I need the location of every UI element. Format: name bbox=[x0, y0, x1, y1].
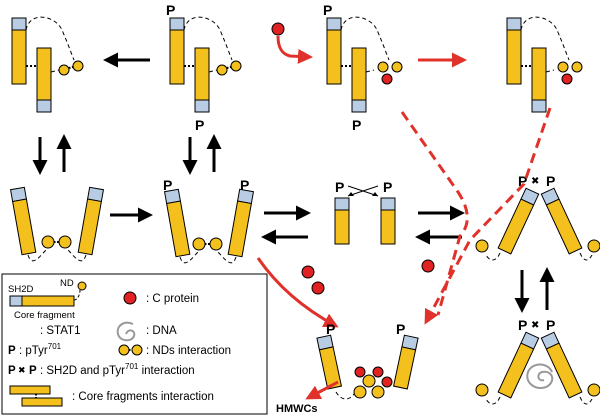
legend-nds-interaction: : NDs interaction bbox=[146, 345, 231, 357]
ptyr-label: P bbox=[163, 177, 172, 193]
legend-sh2-suffix: interaction bbox=[138, 365, 194, 377]
legend-sh2-sup: 701 bbox=[125, 362, 139, 371]
nd-domain bbox=[192, 237, 206, 251]
dna-helix bbox=[526, 363, 554, 390]
legend-dna: : DNA bbox=[146, 325, 177, 337]
svg-text:✖: ✖ bbox=[531, 176, 539, 187]
nd-domain bbox=[41, 235, 55, 249]
legend-nd-label: ND bbox=[60, 278, 74, 289]
state-parallel-unphos bbox=[9, 186, 105, 262]
nd-domain bbox=[557, 61, 569, 73]
arrow-red-hmwc bbox=[305, 380, 339, 400]
svg-text:: pTyr701: : pTyr701 bbox=[19, 342, 62, 357]
ptyr-label: P bbox=[335, 179, 344, 195]
nd-domain bbox=[391, 61, 403, 73]
ptyr-label: P bbox=[396, 321, 405, 337]
c-protein bbox=[354, 366, 366, 378]
legend-ptyr-key: P bbox=[8, 345, 16, 357]
state-antiparallel-unphos bbox=[11, 16, 84, 113]
state-dimer-sh2-reciprocal: P P ✖ bbox=[475, 173, 600, 261]
nd-domain bbox=[58, 235, 72, 249]
ptyr-label: P bbox=[546, 173, 555, 189]
c-protein bbox=[271, 22, 285, 36]
ptyr-label: P bbox=[383, 179, 392, 195]
state-antiparallel-phos: P P bbox=[166, 2, 242, 133]
nd-domain bbox=[571, 61, 583, 73]
ptyr-label: P bbox=[518, 317, 527, 333]
svg-text:✖: ✖ bbox=[18, 365, 26, 375]
nd-domain bbox=[58, 64, 70, 76]
c-protein bbox=[421, 259, 435, 273]
ptyr-label: P bbox=[323, 2, 332, 18]
nd-domain bbox=[587, 383, 600, 397]
nd-domain bbox=[475, 383, 489, 397]
nd-domain bbox=[230, 60, 242, 72]
nd-domain bbox=[587, 239, 600, 253]
ptyr-label: P bbox=[518, 173, 527, 189]
c-protein bbox=[381, 376, 393, 388]
ptyr-label: P bbox=[546, 317, 555, 333]
svg-text:✖: ✖ bbox=[531, 320, 539, 331]
state-hmwc-precursor: P P bbox=[316, 321, 419, 400]
svg-text:: SH2D and pTyr701 interaction: : SH2D and pTyr701 interaction bbox=[40, 362, 195, 377]
c-protein bbox=[372, 366, 384, 378]
nd-domain bbox=[362, 374, 376, 388]
ptyr-label: P bbox=[195, 117, 204, 133]
arrow-red-dashed bbox=[424, 107, 552, 325]
ptyr-label: P bbox=[166, 2, 175, 18]
arrow-red-curve bbox=[276, 35, 313, 64]
arrow-red-dashed bbox=[400, 111, 469, 316]
ptyr-label: P bbox=[240, 177, 249, 193]
nd-domain bbox=[353, 385, 367, 399]
legend: SH2D ND Core fragment : C protein : STAT… bbox=[1, 273, 268, 415]
c-protein bbox=[311, 281, 325, 295]
legend-sh2d-label: SH2D bbox=[8, 284, 33, 295]
nd-domain bbox=[371, 385, 385, 399]
nd-domain bbox=[377, 61, 389, 73]
c-protein bbox=[561, 73, 573, 85]
legend-c-protein: : C protein bbox=[146, 293, 199, 305]
nd-domain bbox=[475, 239, 489, 253]
legend-core-interaction: : Core fragments interaction bbox=[72, 391, 214, 403]
state-parallel-sh2-cross: P P bbox=[334, 179, 396, 245]
c-protein bbox=[301, 265, 315, 279]
arrow-red-solid bbox=[256, 257, 339, 328]
nd-domain bbox=[209, 237, 223, 251]
state-antiparallel-cprotein-unphos bbox=[506, 16, 583, 113]
state-parallel-phos: P P bbox=[163, 177, 255, 264]
svg-text:P: P bbox=[29, 365, 37, 377]
nd-domain bbox=[72, 60, 84, 72]
legend-core-fragment-label: Core fragment bbox=[14, 310, 75, 321]
ptyr-label: P bbox=[326, 321, 335, 337]
svg-text:P: P bbox=[8, 365, 16, 377]
legend-ptyr-sup: 701 bbox=[48, 342, 62, 351]
legend-ptyr: : pTyr bbox=[19, 345, 48, 357]
hmwcs-label: HMWCs bbox=[276, 403, 318, 415]
nd-domain bbox=[216, 64, 228, 76]
c-protein bbox=[381, 73, 393, 85]
ptyr-label: P bbox=[352, 117, 361, 133]
legend-stat1: : STAT1 bbox=[40, 325, 80, 337]
state-antiparallel-cprotein-bound: P P bbox=[323, 2, 403, 133]
state-dna-bound-dimer: P P ✖ bbox=[475, 317, 600, 405]
legend-sh2-interaction: : SH2D and pTyr bbox=[40, 365, 125, 377]
